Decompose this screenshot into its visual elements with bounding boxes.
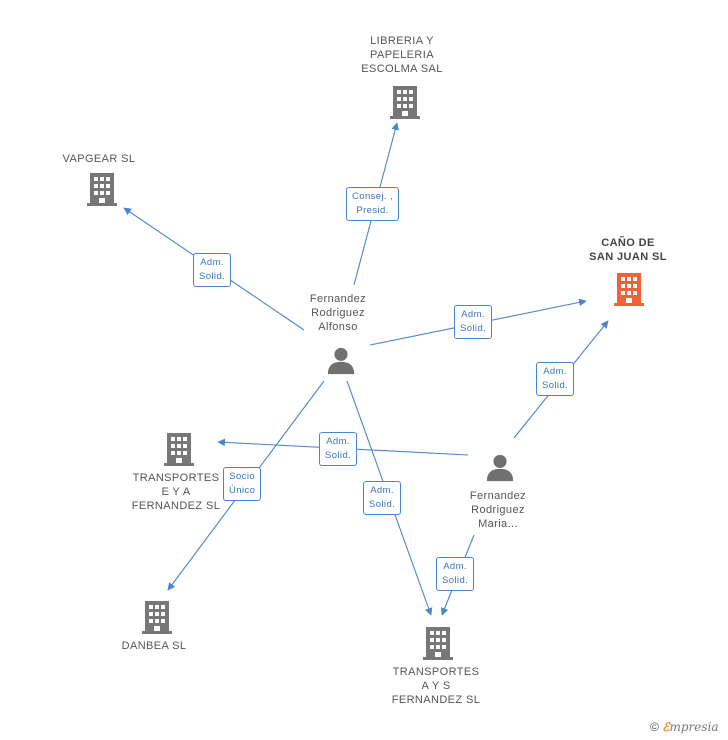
edge-label-consej-presid: Consej. , Presid. (346, 187, 400, 221)
person-icon-alfonso[interactable] (327, 347, 355, 375)
edge-label-adm-solid-cano: Adm. Solid. (454, 305, 493, 339)
building-icon-vapgear[interactable] (87, 173, 117, 206)
node-label-libreria[interactable]: LIBRERIA Y PAPELERIA ESCOLMA SAL (361, 35, 443, 75)
node-label-danbea[interactable]: DANBEA SL (121, 640, 187, 652)
brand-logo[interactable]: ℰmpresia (662, 720, 719, 734)
building-icon-transportes-ays[interactable] (423, 627, 453, 660)
edge-label-adm-solid-transportes-eya: Adm. Solid. (319, 432, 358, 466)
edge-label-adm-solid-maria-cano: Adm. Solid. (536, 362, 575, 396)
node-label-fernandez-maria[interactable]: Fernandez Rodriguez Maria... (469, 490, 527, 530)
footer-copyright: © ℰmpresia (650, 720, 719, 734)
edge-label-adm-solid-maria-ays: Adm. Solid. (436, 557, 475, 591)
building-icon-libreria[interactable] (390, 86, 420, 119)
building-icon-cano[interactable] (614, 273, 644, 306)
node-label-transportes-eya[interactable]: TRANSPORTES E Y A FERNANDEZ SL (131, 472, 221, 512)
building-icon-danbea[interactable] (142, 601, 172, 634)
person-icon-maria[interactable] (486, 454, 514, 482)
edge-label-socio-unico: Socio Único (223, 467, 262, 501)
node-label-cano[interactable]: CAÑO DE SAN JUAN SL (589, 237, 667, 263)
node-label-vapgear[interactable]: VAPGEAR SL (62, 153, 136, 165)
copyright-symbol: © (650, 720, 659, 734)
edge-label-adm-solid-transportes-ays: Adm. Solid. (363, 481, 402, 515)
building-icon-transportes-eya[interactable] (164, 433, 194, 466)
edge-label-adm-solid-vapgear: Adm. Solid. (193, 253, 232, 287)
node-label-fernandez-alfonso[interactable]: Fernandez Rodriguez Alfonso (309, 293, 367, 333)
node-label-transportes-ays[interactable]: TRANSPORTES A Y S FERNANDEZ SL (391, 666, 481, 706)
